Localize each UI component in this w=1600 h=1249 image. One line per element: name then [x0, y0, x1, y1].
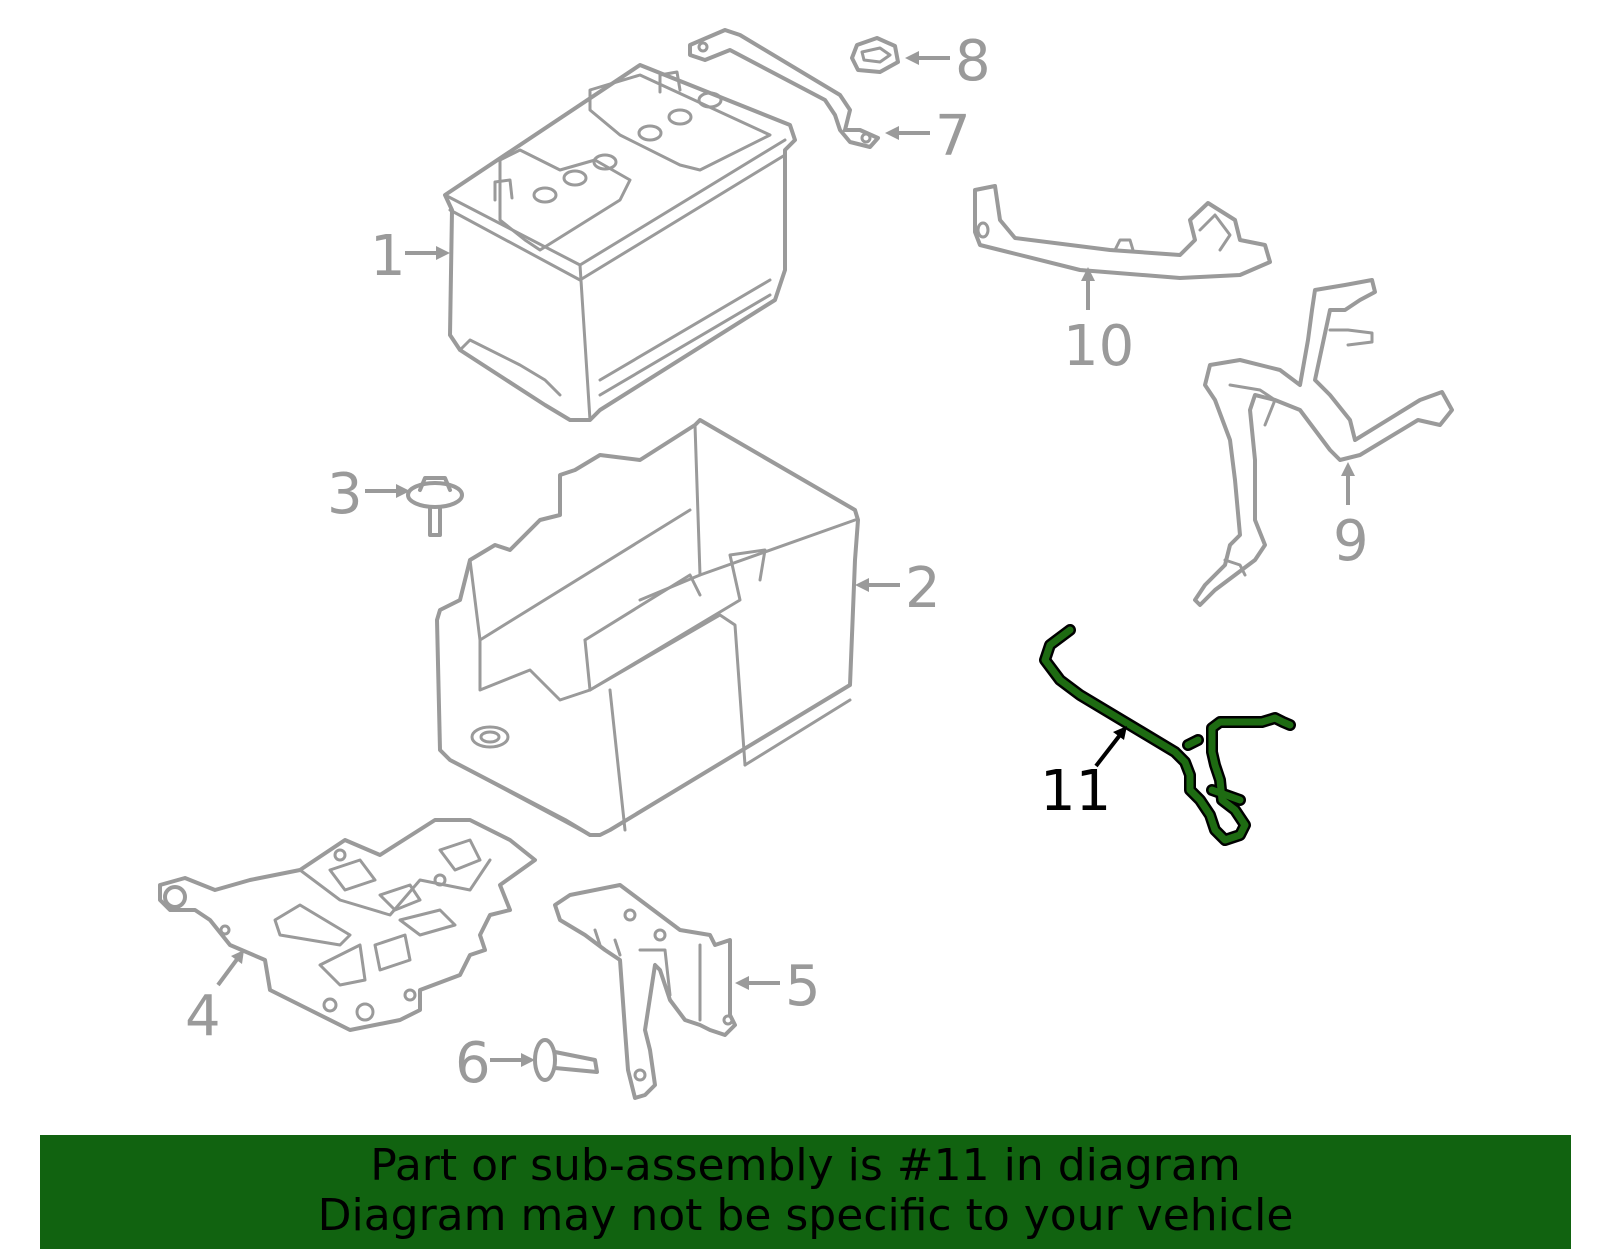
callout-10-label: 10 — [1063, 314, 1134, 379]
part-3-bolt — [406, 476, 464, 537]
callout-6-label: 6 — [455, 1031, 491, 1096]
banner-line-2: Diagram may not be specific to your vehi… — [317, 1190, 1294, 1241]
part-6-bolt — [533, 1038, 599, 1082]
part-2-tray — [435, 418, 860, 837]
part-info-banner: Part or sub-assembly is #11 in diagram D… — [40, 1135, 1571, 1249]
part-7-strap — [688, 28, 880, 149]
part-1-battery — [443, 63, 797, 422]
callout-8-label: 8 — [955, 29, 991, 94]
callout-2-label: 2 — [905, 556, 941, 621]
callout-1-label: 1 — [370, 224, 406, 289]
callout-4-label: 4 — [185, 984, 221, 1049]
part-8-nut — [850, 36, 900, 74]
callout-7-label: 7 — [935, 104, 971, 169]
callout-5-label: 5 — [785, 954, 821, 1019]
part-11-harness-highlighted — [1039, 624, 1296, 846]
callout-3-label: 3 — [327, 462, 363, 527]
callout-11-label: 11 — [1040, 759, 1111, 824]
banner-line-1: Part or sub-assembly is #11 in diagram — [370, 1140, 1241, 1191]
part-10-bracket — [973, 184, 1272, 280]
part-9-harness — [1193, 278, 1454, 607]
callout-9-label: 9 — [1333, 509, 1369, 574]
part-4-plate — [158, 818, 537, 1032]
part-5-bracket — [553, 883, 737, 1100]
callout-arrows — [216, 51, 1355, 1067]
